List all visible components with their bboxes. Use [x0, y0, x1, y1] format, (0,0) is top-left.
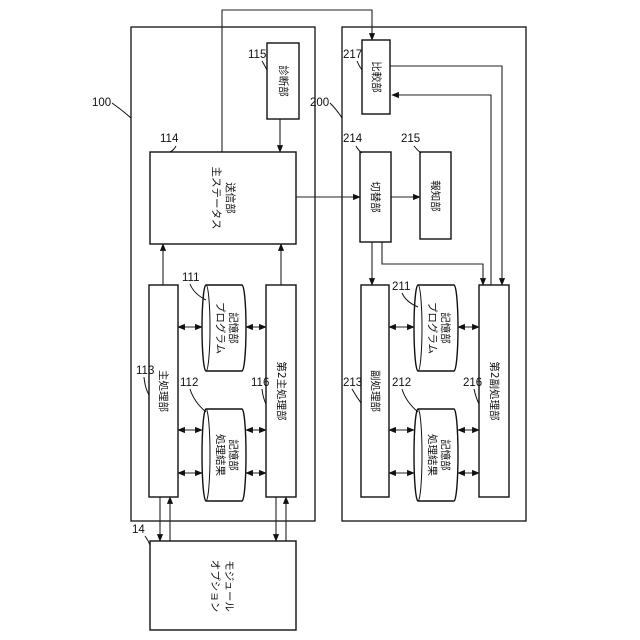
ref-116: 116 [251, 377, 269, 389]
leader-214 [356, 146, 362, 153]
main-processor-label: 主処理部 [157, 370, 170, 412]
ref-214: 214 [343, 133, 363, 145]
notify-label: 報知部 [429, 180, 442, 212]
program-storage-right: プログラム 記憶部 [414, 285, 458, 371]
arrow-switch-to-second-sub [382, 242, 483, 285]
program-storage-left-label-1: プログラム [214, 302, 227, 354]
second-sub-processor-label: 第2副処理部 [488, 361, 501, 420]
diagnosis-label: 診断部 [277, 65, 290, 97]
leader-114 [170, 146, 176, 152]
leader-200 [330, 103, 342, 118]
ref-211: 211 [392, 281, 410, 293]
leader-216 [474, 389, 479, 404]
ref-212: 212 [392, 377, 411, 389]
leader-217 [357, 61, 362, 70]
compare-label: 比較部 [370, 61, 383, 93]
leader-113 [144, 377, 149, 395]
ref-112: 112 [180, 377, 198, 389]
program-storage-right-label-2: 記憶部 [439, 312, 452, 344]
main-status-label-1: 主ステータス [210, 167, 222, 230]
ref-100: 100 [92, 97, 111, 109]
result-storage-right-label-2: 記憶部 [439, 439, 452, 471]
leader-215 [414, 146, 421, 153]
ref-215: 215 [401, 133, 420, 145]
result-storage-left: 処理結果 記憶部 [202, 409, 246, 501]
option-module-block [150, 541, 296, 630]
ref-114: 114 [160, 133, 179, 145]
ref-217: 217 [343, 49, 362, 61]
result-storage-right-label-1: 処理結果 [426, 434, 439, 476]
ref-113: 113 [136, 365, 154, 377]
sub-processor-label: 副処理部 [369, 370, 382, 412]
leader-212 [402, 389, 418, 412]
program-storage-right-label-1: プログラム [426, 302, 439, 354]
main-status-tx-block [150, 152, 296, 244]
leader-100 [112, 103, 131, 118]
result-storage-right: 処理結果 記憶部 [414, 409, 458, 501]
ref-14: 14 [132, 524, 145, 536]
ref-213: 213 [343, 377, 362, 389]
leader-112 [190, 389, 206, 412]
leader-213 [352, 389, 361, 403]
ref-200: 200 [310, 97, 329, 109]
switch-label: 切替部 [369, 181, 382, 213]
program-storage-left: プログラム 記憶部 [202, 285, 246, 371]
result-storage-left-label-2: 記憶部 [227, 439, 240, 471]
leader-115 [262, 61, 267, 70]
result-storage-left-label-1: 処理結果 [214, 434, 227, 476]
second-main-processor-label: 第2主処理部 [275, 361, 288, 420]
ref-115: 115 [248, 49, 266, 61]
option-module-label-1: オプション [209, 560, 221, 613]
ref-216: 216 [463, 377, 482, 389]
leader-14 [145, 536, 150, 545]
main-status-label-2: 送信部 [224, 182, 237, 214]
program-storage-left-label-2: 記憶部 [227, 312, 240, 344]
ref-111: 111 [182, 272, 199, 284]
option-module-label-2: モジュール [223, 560, 235, 612]
